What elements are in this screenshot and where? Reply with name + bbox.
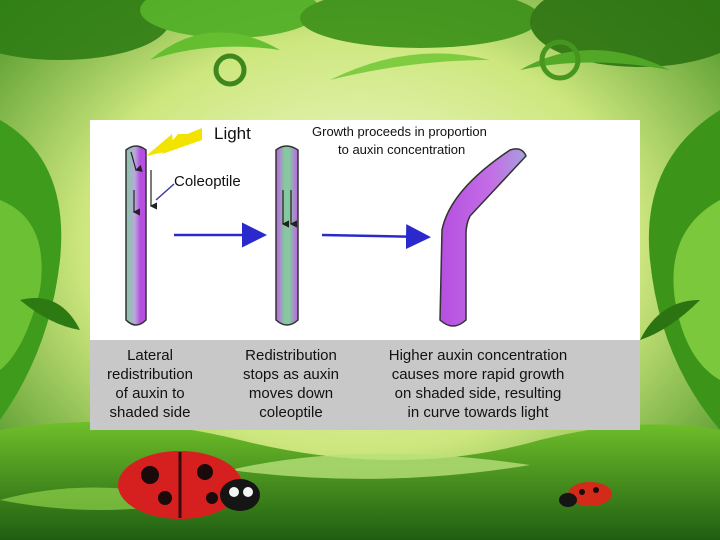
ladybug-icon — [118, 451, 260, 519]
right-foliage — [640, 110, 720, 430]
top-foliage — [0, 0, 720, 87]
coleoptile-stage2 — [275, 145, 299, 326]
caption-stage1: Lateral redistribution of auxin to shade… — [107, 347, 193, 421]
phototropism-diagram — [125, 128, 527, 327]
light-arrow — [146, 128, 202, 156]
growth-note-line2: to auxin concentration — [338, 142, 466, 157]
left-foliage — [0, 120, 80, 420]
coleoptile-stage3 — [439, 148, 527, 327]
transition-arrow-2 — [321, 224, 431, 250]
light-label: Light — [214, 124, 251, 143]
caption-band: Lateral redistribution of auxin to shade… — [90, 340, 640, 430]
coleoptile-pointer — [155, 183, 175, 201]
caption-stage2: Redistribution stops as auxin moves down… — [243, 347, 339, 421]
diagram-panel: Light Coleoptile Growth proceeds in prop… — [90, 120, 640, 430]
coleoptile-stage1 — [125, 145, 157, 326]
auxin-arrow — [130, 151, 143, 172]
caption-stage3: Higher auxin concentration causes more r… — [388, 347, 568, 421]
growth-note-line1: Growth proceeds in proportion — [312, 124, 487, 139]
diagram-area: Light Coleoptile Growth proceeds in prop… — [90, 120, 640, 340]
coleoptile-label: Coleoptile — [174, 173, 241, 190]
small-ladybug-icon — [559, 482, 612, 507]
